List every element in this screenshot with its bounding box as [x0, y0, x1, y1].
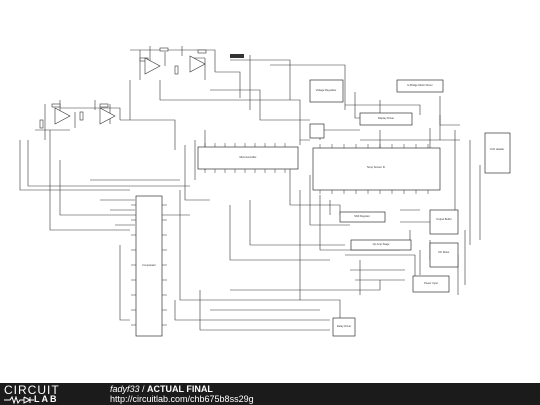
- block-label-b2: Temp Sensor IC: [367, 165, 386, 169]
- title-separator: /: [139, 384, 148, 394]
- block-label-b13: Relay Driver: [337, 324, 351, 328]
- author-name[interactable]: fadyf33: [110, 384, 140, 394]
- project-url[interactable]: http://circuitlab.com/chb675b8ss29g: [110, 394, 254, 404]
- block-label-b12: Power Input: [424, 281, 438, 285]
- block-label-b3: Comparator: [142, 263, 156, 267]
- block-label-b5: H-Bridge Motor Driver: [407, 83, 432, 87]
- circuitlab-logo[interactable]: CIRCUIT LAB: [4, 384, 96, 404]
- logo-circuit-icon: [4, 396, 34, 404]
- logo-text-bottom: LAB: [34, 394, 59, 404]
- block-label-b10: Output Buffer: [436, 217, 452, 221]
- block-label-b4: Voltage Regulator: [316, 88, 337, 92]
- block-label-b8: Shift Register: [354, 214, 370, 218]
- block-label-b7: LCD Header: [490, 147, 505, 151]
- project-title: fadyf33 / ACTUAL FINAL: [110, 384, 213, 394]
- block-label-b6: Display Driver: [378, 116, 394, 120]
- block-label-b9: Op Amp Stage: [373, 242, 390, 246]
- project-name: ACTUAL FINAL: [147, 384, 213, 394]
- footer-bar: CIRCUIT LAB fadyf33 / ACTUAL FINAL http:…: [0, 383, 540, 405]
- logo-text-top: CIRCUIT: [4, 383, 60, 397]
- block-label-b1: Microcontroller: [239, 155, 256, 159]
- block-label-b11: DC Motor: [438, 250, 449, 254]
